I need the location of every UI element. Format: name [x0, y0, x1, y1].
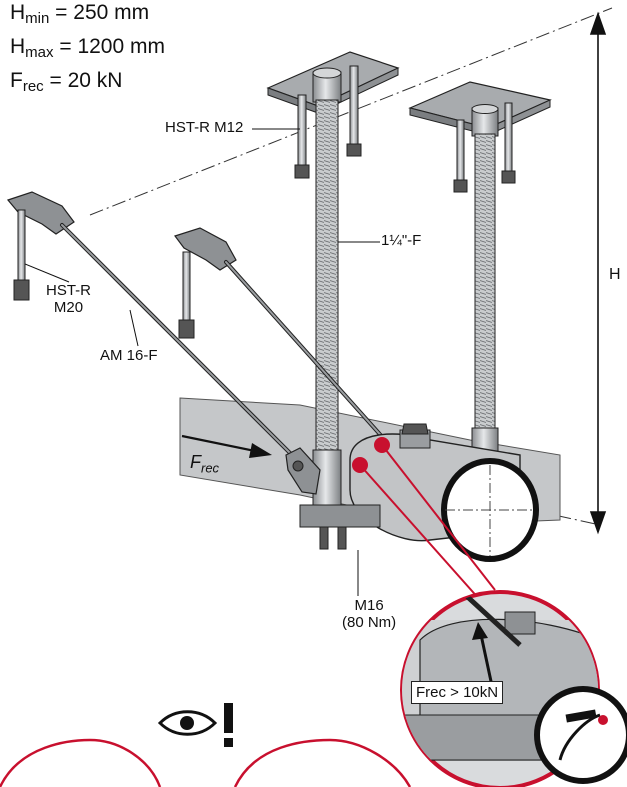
spec-h-max-value: = 1200 mm	[53, 35, 165, 58]
spec-h-min: Hmin = 250 mm	[10, 2, 149, 26]
detail-leader	[352, 437, 496, 601]
height-dimension-arrow	[589, 11, 607, 535]
label-rod-leader	[338, 241, 380, 243]
label-force-symbol: F	[190, 452, 201, 472]
label-anchor-top: HST-R M12	[165, 119, 244, 136]
spec-h-min-symbol: H	[10, 1, 26, 24]
label-brace: AM 16-F	[100, 347, 158, 364]
spec-h-max-sub: max	[25, 44, 54, 61]
threaded-rod-main	[312, 67, 342, 506]
ceiling-anchors	[294, 65, 516, 193]
label-anchor-left-line2: M20	[53, 299, 84, 317]
spec-f-rec: Frec = 20 kN	[10, 70, 122, 94]
spec-h-max-symbol: H	[10, 35, 26, 58]
spec-h-min-value: = 250 mm	[49, 1, 150, 24]
label-anchor-left-line1: HST-R	[46, 282, 91, 299]
label-bolt-line2: (80 Nm)	[342, 614, 397, 632]
label-anchor-left-leader	[25, 263, 70, 283]
eye-exclamation-icon	[157, 703, 233, 747]
diagonal-braces-highlight	[61, 224, 386, 464]
brace-bracket-mid-left	[174, 227, 237, 339]
spec-h-max: Hmax = 1200 mm	[10, 36, 165, 60]
brace-bracket-far-left	[6, 191, 75, 301]
label-rod: 1¼"-F	[381, 232, 422, 249]
label-height: H	[609, 266, 621, 283]
brace-end-bracket	[285, 447, 321, 495]
spec-h-min-sub: min	[25, 10, 50, 27]
detail-callout: Frec > 10kN	[411, 681, 504, 704]
label-bolt: M16 (80 Nm)	[342, 597, 396, 632]
bottom-red-arcs	[0, 738, 412, 787]
spec-f-rec-value: = 20 kN	[43, 69, 123, 92]
spec-f-rec-sub: rec	[22, 78, 44, 95]
pipe-end-section	[441, 458, 539, 562]
label-force-sub: rec	[201, 460, 220, 476]
label-bolt-line1: M16	[354, 597, 384, 614]
torque-tool-icon	[534, 686, 627, 784]
spec-f-rec-symbol: F	[10, 69, 23, 92]
label-brace-leader	[129, 309, 139, 347]
label-bolt-leader	[357, 550, 359, 596]
label-force: Frec	[190, 452, 219, 476]
label-anchor-top-leader	[252, 128, 300, 130]
force-arrow	[181, 434, 272, 458]
label-anchor-left: HST-R M20	[46, 282, 91, 317]
threaded-rod-secondary	[471, 104, 499, 471]
